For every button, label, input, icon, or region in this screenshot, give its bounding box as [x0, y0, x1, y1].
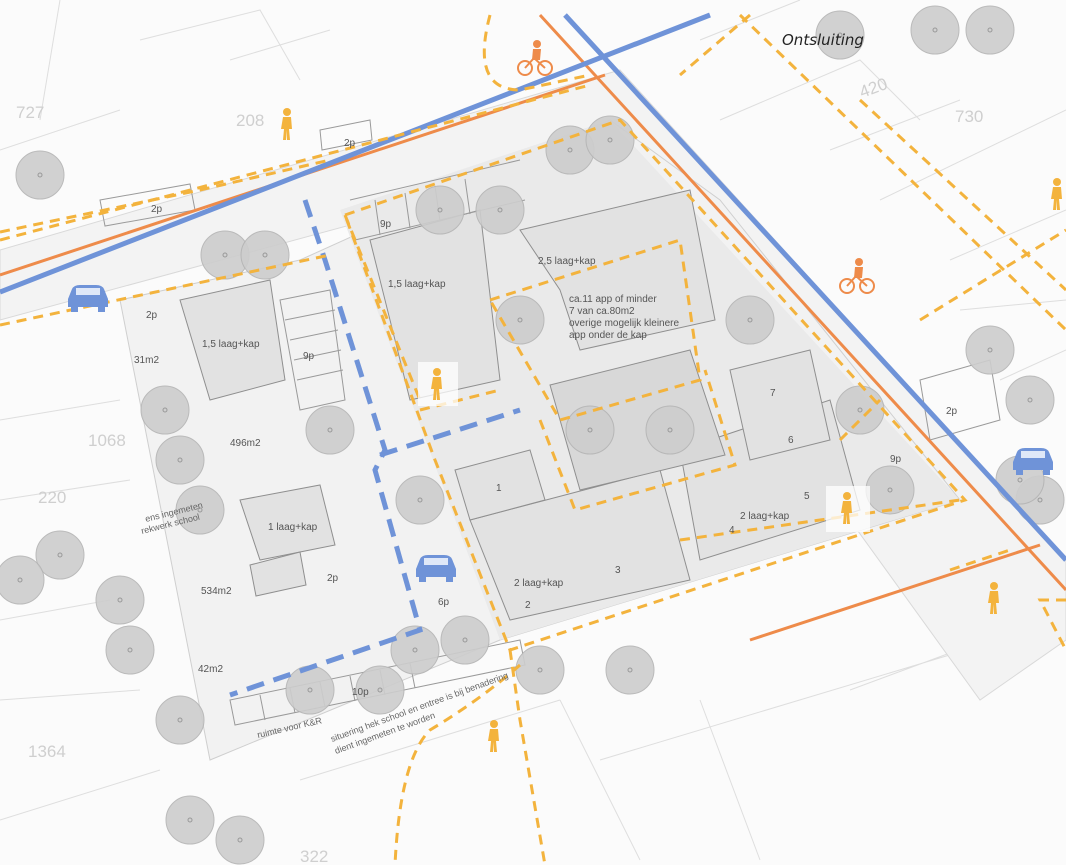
- building-block: [179, 279, 286, 401]
- parcel-number: 1364: [28, 742, 66, 761]
- apartment-note-line: ca.11 app of minder: [569, 294, 657, 305]
- parking-label: 9p: [380, 219, 392, 230]
- cyclist-icon: [517, 39, 553, 76]
- unit-number: 1: [496, 483, 502, 494]
- pedestrian-icon: [1051, 178, 1062, 210]
- parcel-number: 1068: [88, 431, 126, 450]
- area-label: 42m2: [198, 664, 223, 675]
- building-block: [729, 349, 831, 461]
- parking-label: 2p: [146, 310, 158, 321]
- map-title: Ontsluiting: [782, 31, 864, 49]
- parking-label: 10p: [352, 687, 369, 698]
- cyclist-icon: [839, 257, 875, 294]
- building-block: [469, 469, 691, 621]
- building-label: 2 laag+kap: [740, 511, 790, 522]
- pedestrian-icon: [488, 720, 499, 752]
- apartment-note-line: app onder de kap: [569, 330, 647, 341]
- parcel-number: 420: [857, 74, 890, 102]
- pedestrian-routes: [0, 13, 1066, 865]
- parcel-number: 730: [955, 107, 983, 126]
- parking-label: 6p: [438, 597, 450, 608]
- car-icon: [68, 285, 108, 312]
- parcel-number: 220: [38, 488, 66, 507]
- building-block: [519, 189, 716, 351]
- pedestrian-icon: [281, 108, 292, 140]
- building-block: [249, 551, 307, 597]
- car-routes: [0, 12, 1066, 562]
- area-label: 496m2: [230, 438, 261, 449]
- apartment-note-line: 7 van ca.80m2: [569, 306, 635, 317]
- parcel-number: 322: [300, 847, 328, 865]
- unit-number: 7: [770, 388, 776, 399]
- building-label: 2,5 laag+kap: [538, 256, 596, 267]
- parking-label: 9p: [890, 454, 902, 465]
- car-routes-dashed: [229, 199, 521, 698]
- building-block: [239, 484, 336, 561]
- building-block: [454, 449, 546, 521]
- parking-label: 2p: [946, 406, 958, 417]
- unit-number: 5: [804, 491, 810, 502]
- parking-label: 2p: [151, 204, 163, 215]
- building-label: 1 laag+kap: [268, 522, 318, 533]
- building-label: 1,5 laag+kap: [202, 339, 260, 350]
- area-label: 534m2: [201, 586, 232, 597]
- unit-number: 3: [615, 565, 621, 576]
- apartment-note-line: overige mogelijk kleinere: [569, 318, 679, 329]
- unit-number: 6: [788, 435, 794, 446]
- unit-number: 4: [729, 525, 735, 536]
- parking-label: 9p: [303, 351, 315, 362]
- building-label: 2 laag+kap: [514, 578, 564, 589]
- area-label: 31m2: [134, 355, 159, 366]
- parcel-number: 727: [16, 103, 44, 122]
- building-label: 1,5 laag+kap: [388, 279, 446, 290]
- parking-label: 2p: [327, 573, 339, 584]
- parcel-number: 208: [236, 111, 264, 130]
- parking-label: 2p: [344, 138, 356, 149]
- unit-number: 2: [525, 600, 531, 611]
